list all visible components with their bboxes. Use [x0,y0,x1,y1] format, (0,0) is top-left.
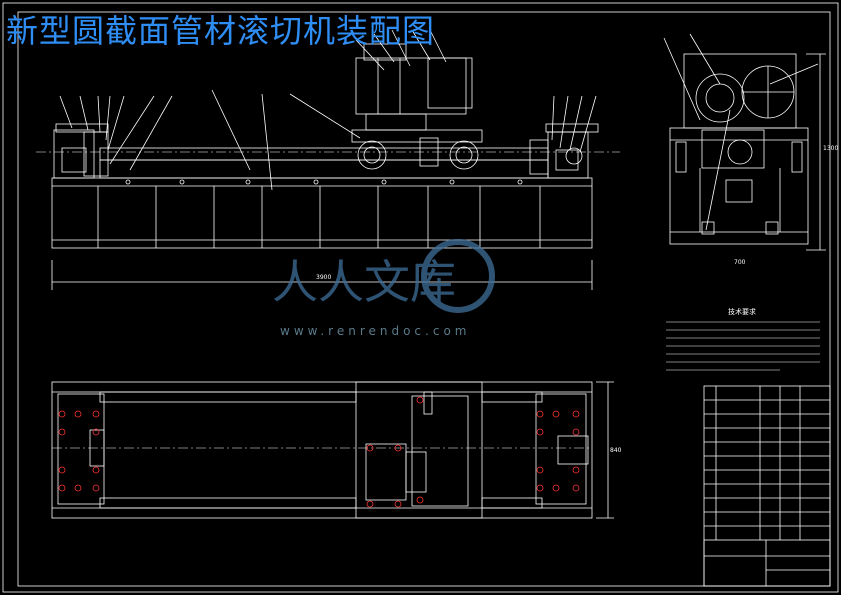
watermark-logo-text: 人人文库 [272,255,456,309]
dim-plan-width: 840 [610,447,622,454]
dim-total-height: 1300 [823,145,838,152]
plan-view [51,381,593,519]
dim-total-length: 3900 [316,274,331,281]
frame-border [17,11,831,587]
drawing-title: 新型圆截面管材滚切机装配图 [6,12,436,50]
bolt-markers [58,396,580,508]
title-block [703,385,831,587]
tech-note-lines [666,321,820,371]
dim-side-width: 700 [734,259,746,266]
watermark-url: www.renrendoc.com [280,324,471,338]
side-view [663,33,826,251]
front-view [36,29,620,290]
watermark-logo: 人人文库 [272,239,495,313]
tech-requirements-title: 技术要求 [728,307,756,316]
